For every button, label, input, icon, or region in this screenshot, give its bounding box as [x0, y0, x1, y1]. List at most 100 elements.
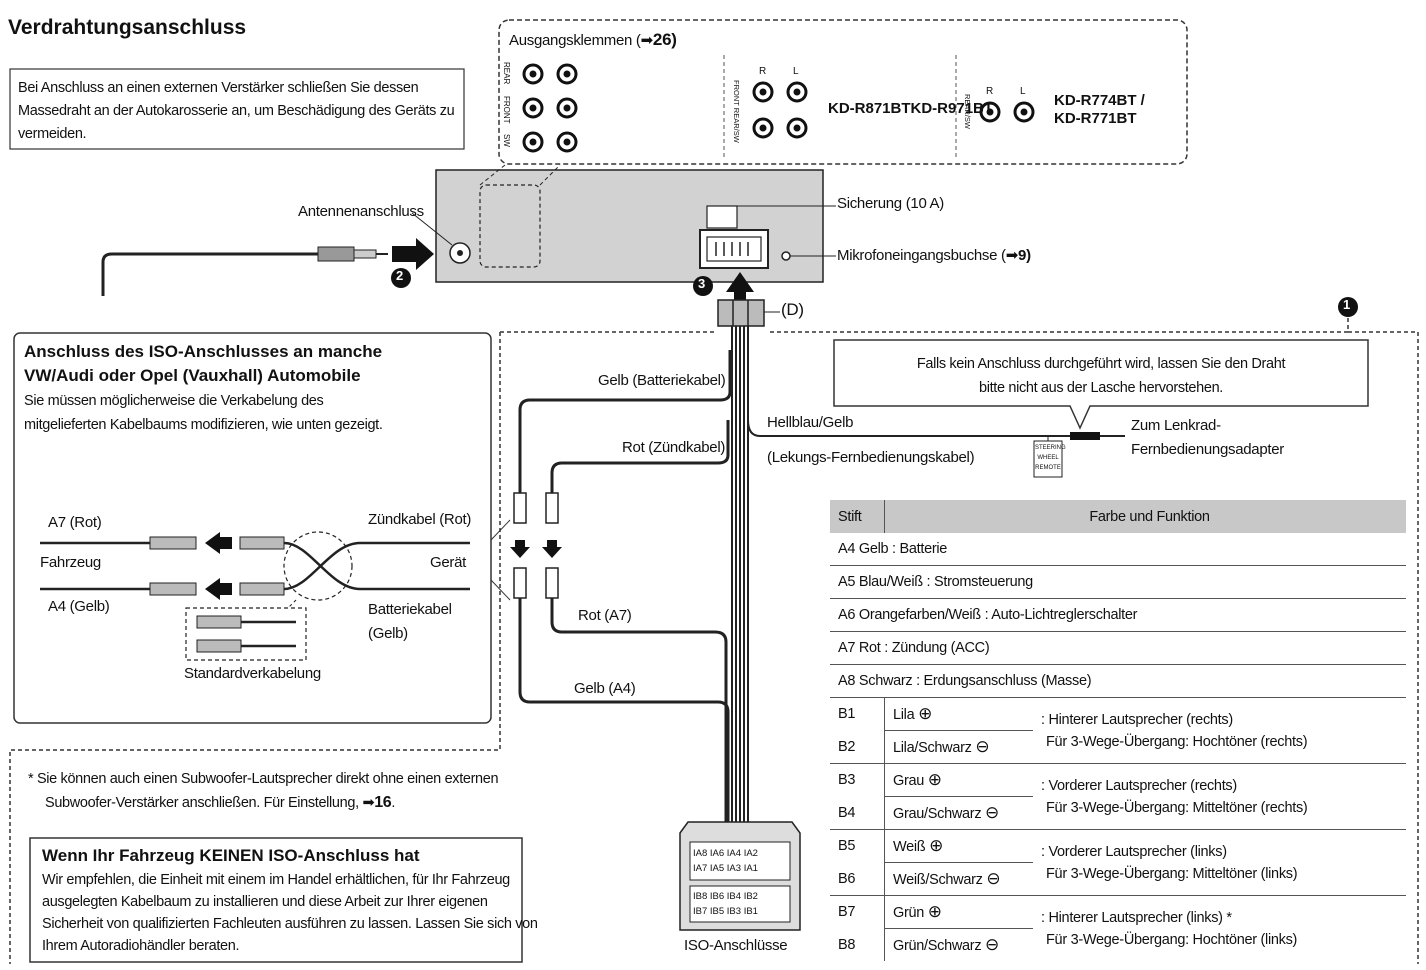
iso-panel-box — [13, 332, 492, 724]
label-l: L — [793, 66, 799, 77]
mic-label-text: Mikrofoneingangsbuchse ( — [837, 247, 1006, 264]
label-r: R — [986, 86, 994, 97]
pin-function: : Hinterer Lautsprecher (rechts)Für 3-We… — [1033, 697, 1406, 764]
pin-function: : Vorderer Lautsprecher (links)Für 3-Weg… — [1033, 829, 1406, 896]
pin-desc: Schwarz : Erdungsanschluss (Masse) — [858, 673, 1092, 689]
wire-connectors — [513, 492, 559, 599]
func-line: : Hinterer Lautsprecher (rechts) — [1041, 711, 1233, 728]
color-text: Grün — [893, 905, 925, 921]
no-iso-line: Ihrem Autoradiohändler beraten. — [42, 938, 240, 954]
iso-row: IA7 IA5 IA3 IA1 — [693, 863, 758, 874]
table-row: A7 Rot : Zündung (ACC) — [830, 631, 1406, 665]
pin-id: B7 — [830, 895, 885, 929]
page-title: Verdrahtungsanschluss — [8, 16, 247, 39]
minus-icon: ⊖ — [975, 737, 990, 756]
table-row: A6 Orangefarben/Weiß : Auto-Lichtreglers… — [830, 598, 1406, 632]
label-a7: A7 (Rot) — [48, 514, 102, 531]
iso-row: IB8 IB6 IB4 IB2 — [693, 891, 758, 902]
amp-note-box — [9, 68, 465, 150]
model-group-2: KD-R774BT / KD-R771BT — [1054, 92, 1145, 128]
amp-note: Bei Anschluss an einen externen Verstärk… — [18, 77, 455, 146]
pin-id: A6 — [838, 607, 856, 623]
pin-id: B4 — [830, 796, 885, 830]
pin-color: Lila/Schwarz ⊖ — [884, 730, 1033, 764]
func-line: Für 3-Wege-Übergang: Hochtöner (links) — [1046, 931, 1298, 948]
color-text: Lila — [893, 707, 915, 723]
pin-id: A7 — [838, 640, 856, 656]
output-terminals-title: Ausgangsklemmen (➡26) — [509, 30, 677, 50]
iso-connector-b-rows: IB8 IB6 IB4 IB2 IB7 IB5 IB3 IB1 — [693, 889, 758, 919]
label-l: L — [1020, 86, 1026, 97]
no-iso-line: ausgelegten Kabelbaum zu installieren un… — [42, 894, 488, 910]
label-ignition: Zündkabel (Rot) — [368, 511, 472, 528]
subwoofer-note: * Sie können auch einen Subwoofer-Lautsp… — [28, 767, 499, 815]
func-line: : Hinterer Lautsprecher (links) * — [1041, 909, 1232, 926]
pin-color: Grau ⊕ — [884, 763, 1033, 797]
adapter-line: Fernbedienungsadapter — [1131, 441, 1284, 458]
pin-id: A8 — [838, 673, 856, 689]
step-1-icon — [1338, 297, 1358, 317]
minus-icon: ⊖ — [985, 935, 999, 954]
color-text: Grau — [893, 773, 925, 789]
iso-panel-title: Anschluss des ISO-Anschlusses an manche … — [24, 340, 382, 388]
pin-color: Grün ⊕ — [884, 895, 1033, 929]
pin-color: Grün/Schwarz ⊖ — [885, 929, 1034, 962]
table-row: B8 Grün/Schwarz ⊖ — [830, 928, 1406, 962]
pin-color: Lila ⊕ — [884, 697, 1033, 731]
pin-row-text: A6 Orangefarben/Weiß : Auto-Lichtreglers… — [830, 598, 1406, 632]
pin-id: B2 — [830, 730, 885, 764]
iso-swap-drawing — [40, 531, 470, 661]
label-battery: Batteriekabel (Gelb) — [368, 598, 452, 646]
fuse-label: Sicherung (10 A) — [837, 195, 944, 212]
pin-row-text: A7 Rot : Zündung (ACC) — [830, 631, 1406, 665]
mic-ref: 9) — [1018, 247, 1031, 264]
ref-arrow-icon: ➡ — [362, 795, 375, 811]
color-text: Weiß/Schwarz — [893, 872, 983, 888]
iso-title-line: VW/Audi oder Opel (Vauxhall) Automobile — [24, 366, 361, 385]
no-iso-box — [29, 837, 523, 963]
battery-line: (Gelb) — [368, 625, 408, 642]
label-device: Gerät — [430, 554, 467, 571]
no-iso-line: Sicherheit von qualifizierten Fachleuten… — [42, 916, 538, 932]
pin-function: : Hinterer Lautsprecher (links) * Für 3-W… — [1033, 896, 1406, 962]
pin-desc: Rot : Zündung (ACC) — [858, 640, 990, 656]
no-connect-note: Falls kein Anschluss durchgeführt wird, … — [834, 352, 1368, 400]
model-line: KD-R774BT / — [1054, 92, 1145, 109]
amp-note-line: Bei Anschluss an einen externen Verstärk… — [18, 80, 419, 96]
table-row: A4 Gelb : Batterie — [830, 533, 1406, 566]
pin-id: A4 — [838, 541, 856, 557]
step-2-label: 2 — [396, 268, 404, 283]
table-row: B2 Lila/Schwarz ⊖ — [830, 730, 1406, 764]
pin-id: B1 — [830, 697, 885, 731]
step-3-icon — [693, 276, 713, 296]
label-rear: REAR — [502, 62, 511, 85]
iso-desc-line: mitgelieferten Kabelbaums modifizieren, … — [24, 417, 383, 433]
no-iso-body: Wir empfehlen, die Einheit mit einem im … — [42, 869, 538, 957]
color-text: Grau/Schwarz — [893, 806, 982, 822]
wire-harness — [731, 326, 749, 822]
iso-desc-line: Sie müssen möglicherweise die Verkabelun… — [24, 393, 324, 409]
no-connect-line: bitte nicht aus der Lasche hervorstehen. — [979, 380, 1223, 396]
rca-jacks-left — [522, 63, 578, 153]
label-steering-cable: (Lekungs-Fernbedienungskabel) — [767, 449, 975, 466]
harness-plug — [717, 299, 765, 327]
output-terminals-box — [498, 19, 1188, 165]
table-row: B1 Lila ⊕ : Hinterer Lautsprecher (recht… — [830, 697, 1406, 764]
pin-row-text: A8 Schwarz : Erdungsanschluss (Masse) — [830, 664, 1406, 698]
table-row: B5 Weiß ⊕ : Vorderer Lautsprecher (links… — [830, 829, 1406, 896]
plus-icon: ⊕ — [927, 902, 942, 921]
header-function: Farbe und Funktion — [884, 500, 1406, 533]
mic-label: Mikrofoneingangsbuchse (➡9) — [837, 246, 1031, 264]
step-2-icon — [391, 268, 411, 288]
func-line: : Vorderer Lautsprecher (links) — [1041, 843, 1227, 860]
plus-icon: ⊕ — [927, 770, 942, 789]
pin-id: B8 — [830, 928, 885, 961]
label-sw: SW — [502, 134, 511, 147]
pin-table-header: Stift Farbe und Funktion — [830, 500, 1406, 533]
label-yellow-battery: Gelb (Batteriekabel) — [598, 372, 726, 389]
pin-id: A5 — [838, 574, 856, 590]
no-connect-line: Falls kein Anschluss durchgeführt wird, … — [916, 356, 1286, 372]
color-text: Grün/Schwarz — [893, 938, 982, 954]
iso-row: IA8 IA6 IA4 IA2 — [693, 848, 758, 859]
step-1-label: 1 — [1343, 297, 1351, 312]
